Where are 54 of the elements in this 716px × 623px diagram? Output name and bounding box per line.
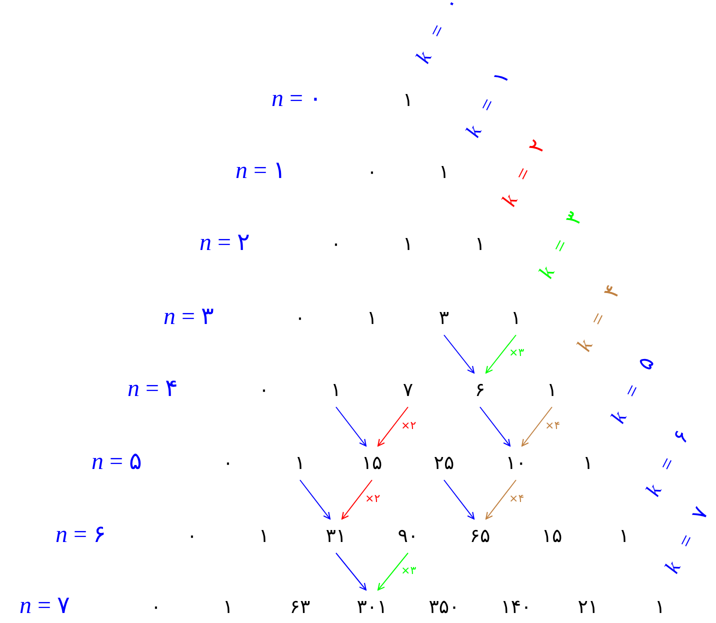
number-entry: ۲۱ (576, 591, 600, 623)
edge-label: ×۲ (401, 418, 416, 432)
number-entry: ۳۰۱ (354, 591, 390, 623)
number-entry: ۱ (328, 374, 344, 406)
number-entry: ۱ (472, 228, 488, 260)
number-entry: ۱ (508, 302, 524, 334)
arrow (377, 406, 408, 447)
number-entry: ۰ (184, 520, 200, 552)
arrow (336, 406, 367, 447)
number-entry: ۱ (580, 447, 596, 479)
arrow (444, 334, 475, 374)
number-entry: ۷ (400, 374, 416, 406)
number-entry: ۳ (436, 302, 452, 334)
arrow (377, 552, 408, 591)
arrow (485, 480, 516, 520)
number-entry: ۱۵ (360, 447, 384, 479)
arrow (444, 480, 475, 520)
number-entry: ۶۵ (468, 520, 492, 552)
number-entry: ۱ (652, 591, 668, 623)
number-entry: ۰ (148, 591, 164, 623)
arrow (480, 406, 511, 447)
number-entry: ۱ (292, 447, 308, 479)
arrow (336, 552, 367, 591)
edge-label: ×۴ (509, 492, 524, 504)
number-entry: ۲۵ (432, 447, 456, 479)
number-entry: ۱۴۰ (498, 591, 534, 623)
number-entry: ۳۵۰ (426, 591, 462, 623)
number-entry: ۱ (364, 302, 380, 334)
number-entry: ۱ (436, 156, 452, 188)
number-entry: ۱ (544, 374, 560, 406)
edge-label: ×۲ (365, 492, 380, 504)
edge-label: ×۴ (545, 418, 560, 432)
arrow (521, 406, 552, 447)
number-entry: ۰ (328, 228, 344, 260)
number-entry: ۰ (292, 302, 308, 334)
number-entry: ۳۱ (324, 520, 348, 552)
arrow (300, 480, 331, 520)
edge-label: ×۳ (401, 564, 416, 576)
number-entry: ۰ (256, 374, 272, 406)
number-entry: ۱ (400, 228, 416, 260)
number-entry: ۶ (472, 374, 488, 406)
number-entry: ۱ (400, 84, 416, 116)
number-entry: ۶۳ (288, 591, 312, 623)
number-entry: ۹۰ (396, 520, 420, 552)
number-entry: ۱ (256, 520, 272, 552)
number-entry: ۰ (220, 447, 236, 479)
number-entry: ۱۰ (504, 447, 528, 479)
arrow (341, 480, 372, 520)
arrow (485, 334, 516, 374)
number-entry: ۱ (220, 591, 236, 623)
number-entry: ۰ (364, 156, 380, 188)
edge-label: ×۳ (509, 346, 524, 359)
number-entry: ۱۵ (540, 520, 564, 552)
number-entry: ۱ (616, 520, 632, 552)
